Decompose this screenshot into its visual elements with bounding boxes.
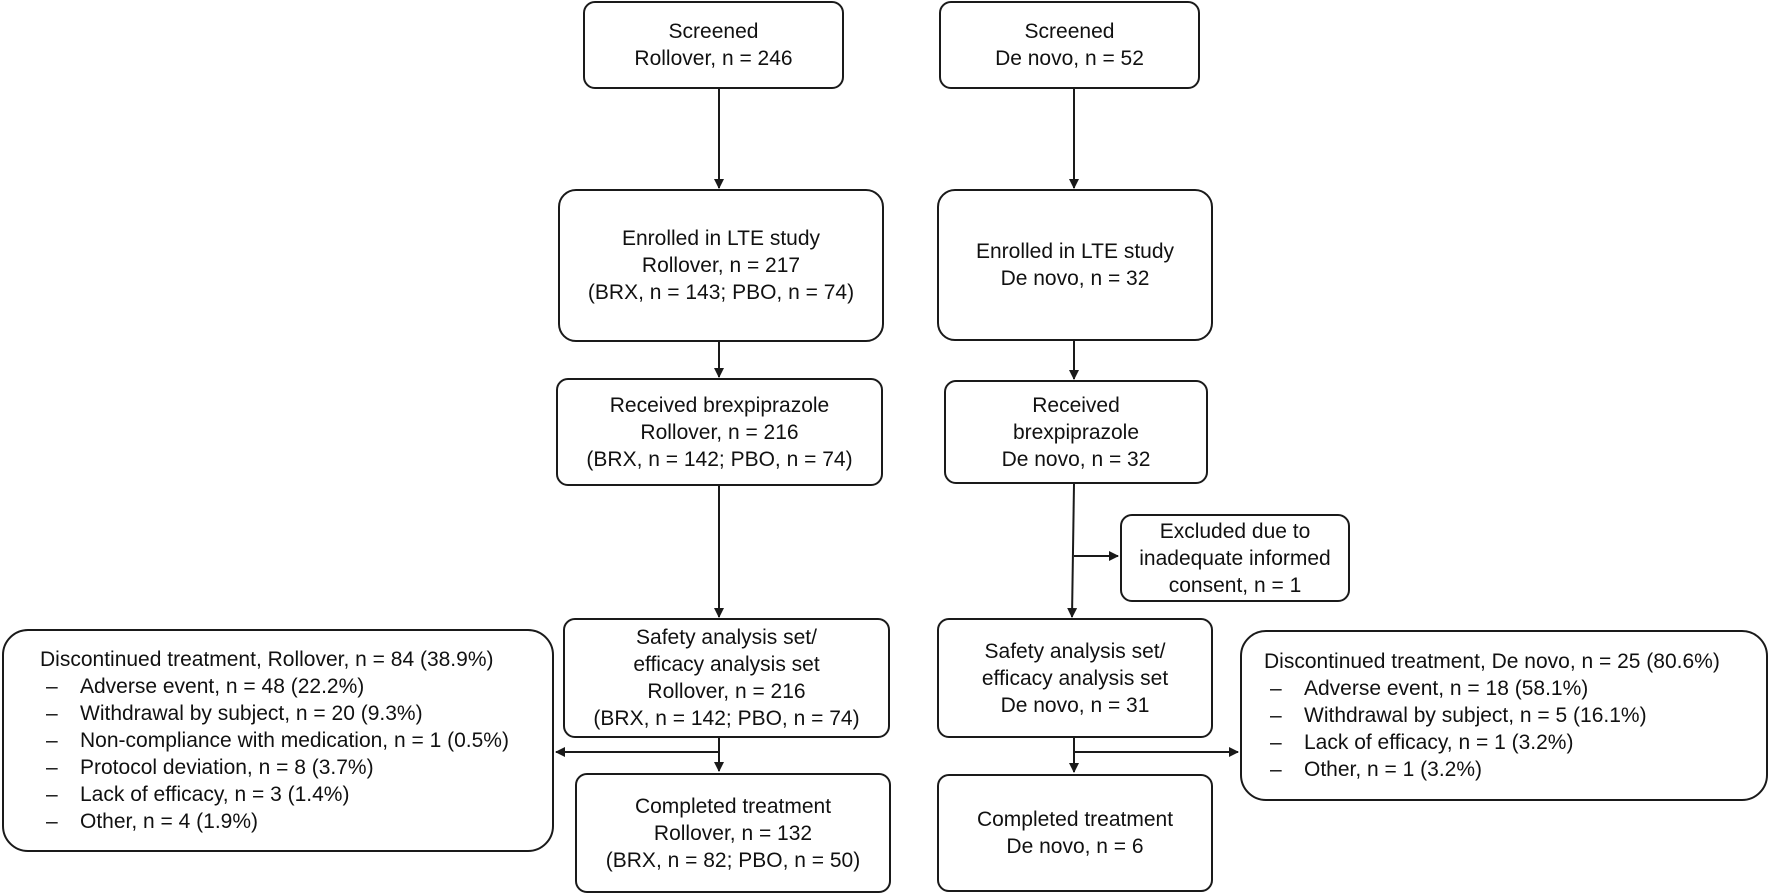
denovo-excluded-box: Excluded due to inadequate informed cons… — [1120, 514, 1350, 602]
denovo-discontinued-heading: Discontinued treatment, De novo, n = 25 … — [1264, 650, 1720, 673]
list-item: –Lack of efficacy, n = 1 (3.2%) — [1264, 729, 1573, 756]
bullet-dash: – — [46, 702, 58, 725]
denovo-enrolled-box: Enrolled in LTE study De novo, n = 32 — [937, 189, 1213, 341]
denovo-screened-line-1: Screened — [1024, 20, 1115, 43]
rollover-analysis-line-1: Safety analysis set/ — [636, 626, 817, 649]
rollover-analysis-box: Safety analysis set/ efficacy analysis s… — [563, 618, 890, 738]
denovo-received-line-3: De novo, n = 32 — [1001, 447, 1151, 471]
rollover-discontinued-item-4: Protocol deviation, n = 8 (3.7%) — [80, 756, 374, 779]
rollover-enrolled-line-3: (BRX, n = 143; PBO, n = 74) — [587, 281, 855, 304]
bullet-dash: – — [1270, 758, 1282, 781]
denovo-analysis-box: Safety analysis set/ efficacy analysis s… — [937, 618, 1213, 738]
rollover-enrolled-line-2: Rollover, n = 217 — [641, 254, 801, 277]
bullet-dash: – — [46, 756, 58, 779]
bullet-dash: – — [1270, 731, 1282, 754]
denovo-screened-box: Screened De novo, n = 52 — [939, 1, 1200, 89]
denovo-discontinued-item-3: Lack of efficacy, n = 1 (3.2%) — [1304, 731, 1574, 754]
rollover-enrolled-line-1: Enrolled in LTE study — [621, 227, 821, 250]
rollover-discontinued-box: Discontinued treatment, Rollover, n = 84… — [2, 629, 554, 852]
denovo-enrolled-line-1: Enrolled in LTE study — [975, 240, 1175, 263]
list-item: –Protocol deviation, n = 8 (3.7%) — [40, 754, 374, 781]
list-item: –Adverse event, n = 48 (22.2%) — [40, 673, 364, 700]
list-item: –Non-compliance with medication, n = 1 (… — [40, 727, 509, 754]
list-item: –Lack of efficacy, n = 3 (1.4%) — [40, 781, 349, 808]
bullet-dash: – — [46, 675, 58, 698]
denovo-completed-line-2: De novo, n = 6 — [1006, 835, 1144, 858]
rollover-screened-box: Screened Rollover, n = 246 — [583, 1, 844, 89]
list-item: –Withdrawal by subject, n = 5 (16.1%) — [1264, 702, 1647, 729]
rollover-discontinued-item-3: Non-compliance with medication, n = 1 (0… — [80, 729, 509, 752]
list-item: –Other, n = 4 (1.9%) — [40, 808, 258, 835]
rollover-discontinued-item-6: Other, n = 4 (1.9%) — [80, 810, 259, 833]
rollover-completed-box: Completed treatment Rollover, n = 132 (B… — [575, 773, 891, 893]
rollover-discontinued-item-2: Withdrawal by subject, n = 20 (9.3%) — [80, 702, 423, 725]
rollover-analysis-line-2: efficacy analysis set — [633, 653, 820, 676]
denovo-analysis-line-1: Safety analysis set/ — [984, 639, 1166, 663]
bullet-dash: – — [46, 810, 58, 833]
denovo-analysis-line-3: De novo, n = 31 — [1000, 693, 1150, 717]
bullet-dash: – — [46, 729, 58, 752]
bullet-dash: – — [46, 783, 58, 806]
rollover-analysis-line-4: (BRX, n = 142; PBO, n = 74) — [593, 707, 860, 730]
arrow-denovo-received-to-analysis — [1067, 483, 1078, 618]
denovo-received-line-1: Received — [1032, 393, 1120, 417]
rollover-enrolled-box: Enrolled in LTE study Rollover, n = 217 … — [558, 189, 884, 342]
rollover-discontinued-item-5: Lack of efficacy, n = 3 (1.4%) — [80, 783, 350, 806]
denovo-excluded-line-1: Excluded due to — [1159, 519, 1311, 543]
denovo-discontinued-item-2: Withdrawal by subject, n = 5 (16.1%) — [1304, 704, 1647, 727]
denovo-discontinued-box: Discontinued treatment, De novo, n = 25 … — [1240, 630, 1768, 801]
list-item: –Adverse event, n = 18 (58.1%) — [1264, 675, 1588, 702]
rollover-completed-line-2: Rollover, n = 132 — [653, 821, 813, 845]
denovo-completed-box: Completed treatment De novo, n = 6 — [937, 774, 1213, 892]
denovo-discontinued-item-4: Other, n = 1 (3.2%) — [1304, 758, 1483, 781]
rollover-discontinued-item-1: Adverse event, n = 48 (22.2%) — [80, 675, 365, 698]
list-item: –Withdrawal by subject, n = 20 (9.3%) — [40, 700, 423, 727]
rollover-completed-line-3: (BRX, n = 82; PBO, n = 50) — [605, 848, 861, 872]
rollover-received-line-2: Rollover, n = 216 — [640, 420, 799, 444]
rollover-screened-line-1: Screened — [668, 20, 759, 43]
denovo-received-box: Received brexpiprazole De novo, n = 32 — [944, 380, 1208, 484]
denovo-analysis-line-2: efficacy analysis set — [981, 666, 1169, 690]
denovo-screened-line-2: De novo, n = 52 — [995, 47, 1144, 70]
rollover-analysis-line-3: Rollover, n = 216 — [647, 680, 806, 703]
list-item: –Other, n = 1 (3.2%) — [1264, 756, 1482, 783]
rollover-received-line-1: Received brexpiprazole — [609, 393, 830, 417]
denovo-enrolled-line-2: De novo, n = 32 — [1000, 267, 1150, 290]
denovo-excluded-line-3: consent, n = 1 — [1168, 573, 1302, 597]
denovo-completed-line-1: Completed treatment — [976, 808, 1174, 831]
rollover-completed-line-1: Completed treatment — [634, 794, 832, 818]
denovo-received-line-2: brexpiprazole — [1012, 420, 1140, 444]
bullet-dash: – — [1270, 677, 1282, 700]
rollover-discontinued-heading: Discontinued treatment, Rollover, n = 84… — [40, 648, 494, 671]
denovo-discontinued-item-1: Adverse event, n = 18 (58.1%) — [1304, 677, 1589, 700]
bullet-dash: – — [1270, 704, 1282, 727]
denovo-excluded-line-2: inadequate informed — [1139, 546, 1331, 570]
rollover-screened-line-2: Rollover, n = 246 — [634, 47, 793, 70]
rollover-received-line-3: (BRX, n = 142; PBO, n = 74) — [586, 447, 853, 471]
rollover-received-box: Received brexpiprazole Rollover, n = 216… — [556, 378, 883, 486]
